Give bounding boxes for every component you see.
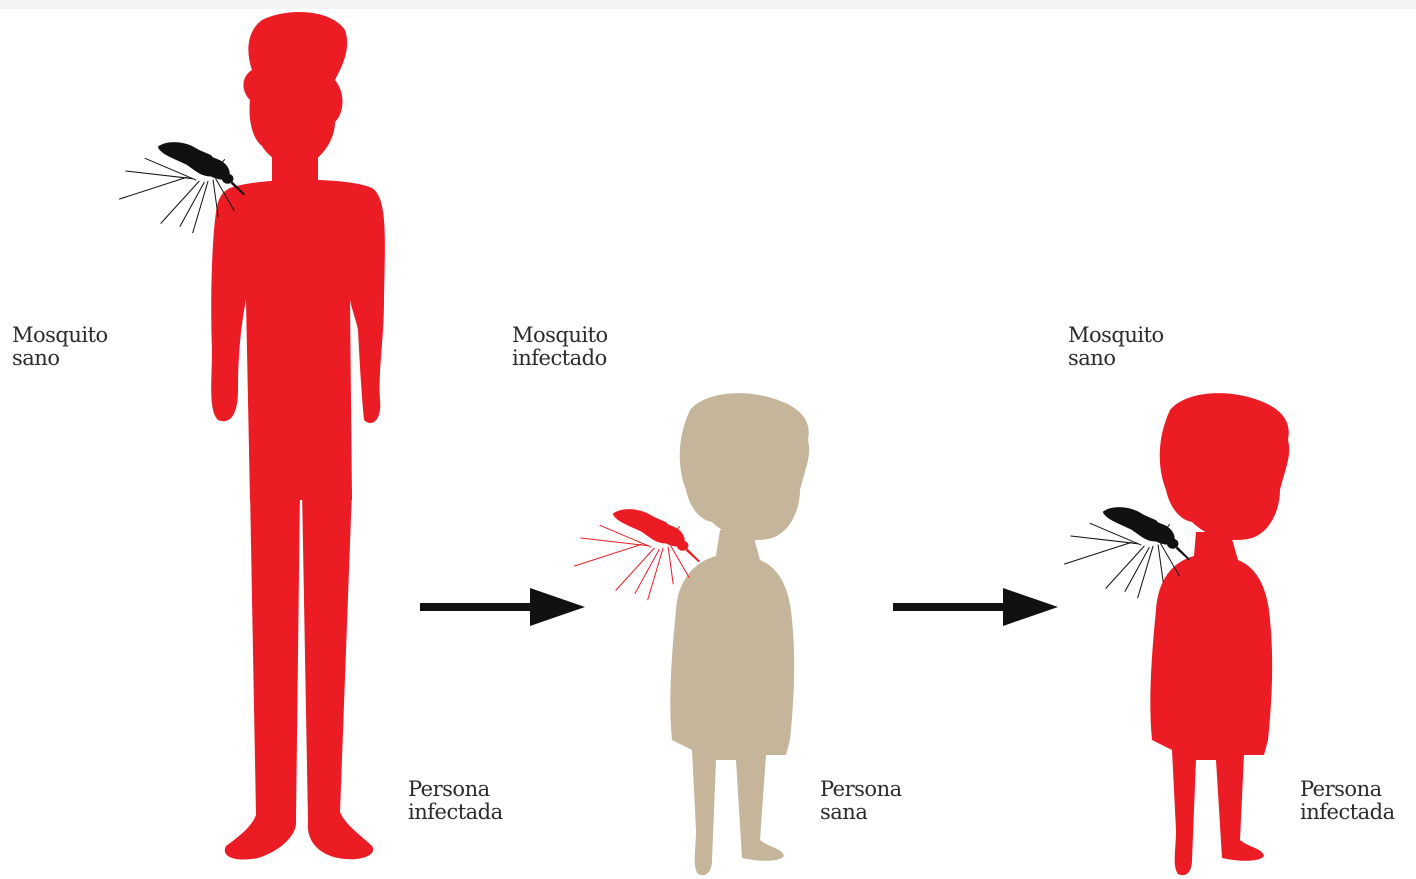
adult-silhouette — [211, 12, 385, 860]
mosquito-label-3: Mosquito sano — [1068, 324, 1164, 370]
mosquito-label-2: Mosquito infectado — [512, 324, 608, 370]
mosquito-icon-infected — [575, 509, 700, 600]
arrow-right-icon-1 — [420, 588, 585, 626]
person-label-3: Persona infectada — [1300, 778, 1395, 824]
person-label-2: Persona sana — [820, 778, 902, 824]
child-silhouette-infected — [1150, 393, 1289, 875]
arrow-right-icon-2 — [893, 588, 1058, 626]
mosquito-label-1: Mosquito sano — [12, 324, 108, 370]
child-silhouette-healthy — [670, 393, 809, 875]
person-label-1: Persona infectada — [408, 778, 503, 824]
